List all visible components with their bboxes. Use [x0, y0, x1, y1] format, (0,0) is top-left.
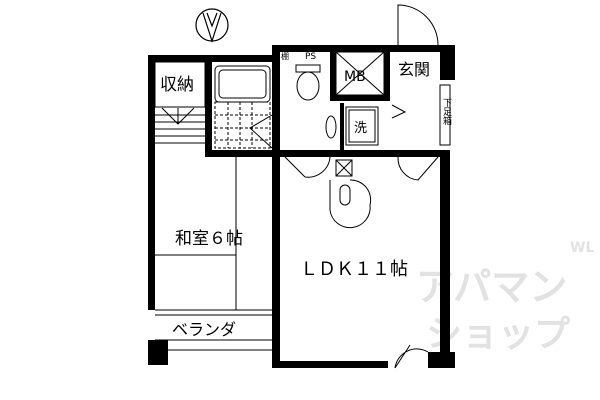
label-shoe-box: 下足箱	[441, 98, 452, 126]
watermark-text-2: ショップ	[426, 314, 570, 355]
label-storage: 収納	[160, 75, 194, 95]
storage-shelves	[155, 114, 205, 144]
label-meter-box: MB	[344, 69, 366, 85]
label-pipe-space: PS	[305, 52, 316, 62]
washroom-door	[391, 104, 407, 119]
washitsu-lines	[155, 157, 280, 311]
meter-box	[335, 51, 385, 96]
range-hood	[335, 159, 353, 177]
veranda-rail	[155, 314, 275, 351]
label-veranda: ベランダ	[172, 320, 236, 339]
label-washer: 洗	[354, 121, 367, 136]
north-compass-icon	[195, 8, 229, 43]
entrance-door	[397, 4, 439, 46]
sink	[325, 115, 337, 139]
storage-closet	[154, 61, 206, 108]
shoe-box	[439, 84, 451, 146]
counter	[329, 179, 372, 229]
bath-floor	[214, 101, 271, 149]
watermark-text-1: アパマン	[416, 265, 567, 309]
label-washitsu: 和室６帖	[175, 229, 243, 249]
label-shelf: 棚	[281, 51, 289, 61]
toilet	[296, 71, 320, 101]
bathtub	[214, 65, 271, 103]
bath-door	[249, 114, 273, 149]
ldk-door-right	[397, 156, 439, 181]
ldk-door-left	[284, 156, 331, 178]
label-entrance: 玄関	[398, 60, 430, 79]
washer-space	[345, 106, 379, 146]
watermark-mark: WL	[570, 240, 594, 256]
label-ldk: ＬＤＫ１１帖	[300, 259, 408, 280]
balcony-door	[394, 344, 429, 369]
